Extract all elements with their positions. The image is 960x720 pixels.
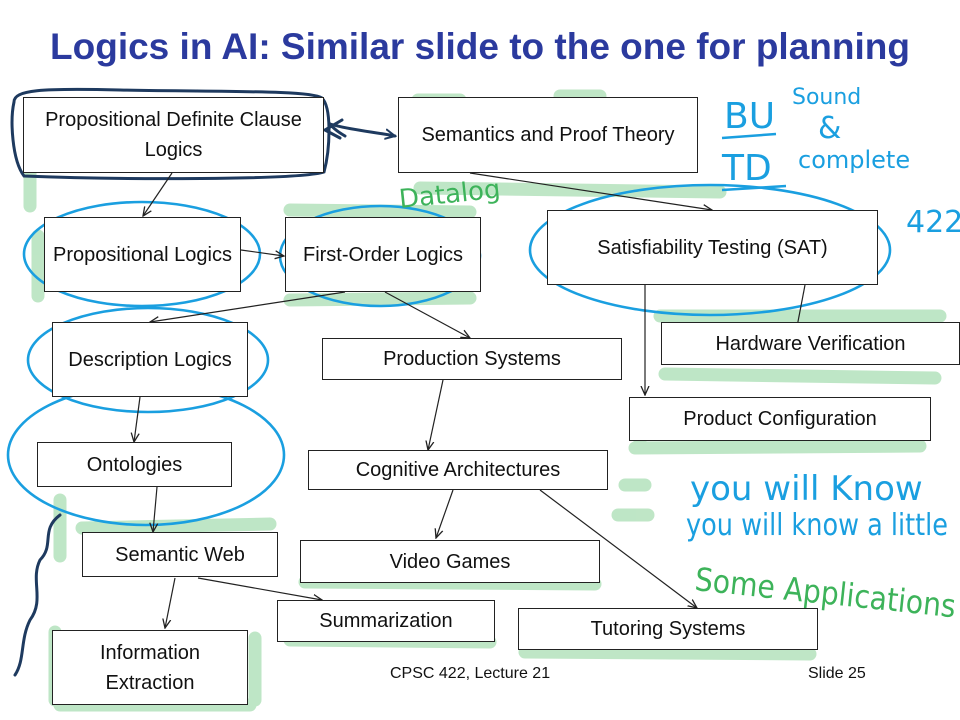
- green-mark: [75, 517, 277, 535]
- note-amp: &: [818, 111, 841, 146]
- double-arrow-head: [323, 118, 344, 140]
- curly-bracket: [13, 513, 62, 677]
- note-422: 422: [906, 205, 960, 240]
- node-cognitive-architectures: Cognitive Architectures: [308, 450, 608, 490]
- green-mark: [658, 367, 942, 385]
- node-video-games: Video Games: [300, 540, 600, 583]
- green-mark: [283, 291, 477, 307]
- node-ontologies: Ontologies: [37, 442, 232, 487]
- underline-bu: [721, 132, 777, 140]
- note-sound: Sound: [792, 85, 861, 110]
- node-information-extraction: Information Extraction: [52, 630, 248, 705]
- node-satisfiability-testing: Satisfiability Testing (SAT): [547, 210, 878, 285]
- underline-td: [721, 184, 787, 192]
- node-first-order-logics: First-Order Logics: [285, 217, 481, 292]
- connector-arrows: [134, 172, 806, 628]
- node-description-logics: Description Logics: [52, 322, 248, 397]
- arrow-semweb-summ: [197, 577, 322, 600]
- blue-ink-ellipses: [6, 183, 892, 527]
- slide-title: Logics in AI: Similar slide to the one f…: [50, 26, 910, 67]
- pdcl-ink-outline: [10, 87, 331, 181]
- node-propositional-logics: Propositional Logics: [44, 217, 241, 292]
- node-summarization: Summarization: [277, 600, 495, 642]
- green-mark: [518, 645, 817, 661]
- node-production-systems: Production Systems: [322, 338, 622, 380]
- node-product-configuration: Product Configuration: [629, 397, 931, 441]
- note-complete: complete: [798, 146, 910, 174]
- arrow-cog-tutor: [539, 489, 697, 608]
- arrow-semweb-info: [165, 577, 176, 628]
- arrow-onto-semweb: [153, 486, 157, 532]
- footer-slide-number: Slide 25: [808, 665, 866, 682]
- node-semantics-proof-theory: Semantics and Proof Theory: [398, 97, 698, 173]
- note-bu: BU: [724, 96, 775, 137]
- green-mark: [413, 181, 727, 199]
- arrow-fol-desc: [150, 291, 346, 322]
- ellipse-sat: [528, 183, 892, 317]
- arrow-sem-sat: [469, 172, 712, 210]
- dark-ink: [10, 87, 395, 677]
- node-hardware-verification: Hardware Verification: [661, 322, 960, 365]
- node-tutoring-systems: Tutoring Systems: [518, 608, 818, 650]
- note-datalog: Datalog: [398, 174, 502, 214]
- arrow-desc-onto: [134, 396, 141, 442]
- footer-course: CPSC 422, Lecture 21: [390, 665, 551, 682]
- ellipse-propositional: [22, 200, 262, 308]
- note-you-will-know: you will Know: [690, 469, 923, 509]
- arrow-prop-fol: [240, 249, 284, 256]
- arrow-pdcl-prop: [143, 172, 173, 216]
- node-propositional-definite-clause-logics: Propositional Definite Clause Logics: [23, 97, 324, 173]
- double-arrow: [328, 122, 395, 136]
- green-mark: [628, 439, 927, 455]
- ellipse-description: [26, 306, 270, 414]
- arrow-fol-prodsys: [384, 291, 470, 338]
- arrow-prodsys-cog: [428, 379, 444, 450]
- note-td: TD: [721, 148, 772, 189]
- arrow-cog-video: [436, 489, 454, 538]
- green-mark: [283, 203, 477, 219]
- node-semantic-web: Semantic Web: [82, 532, 278, 577]
- note-know-a-little: you will know a little: [686, 508, 948, 543]
